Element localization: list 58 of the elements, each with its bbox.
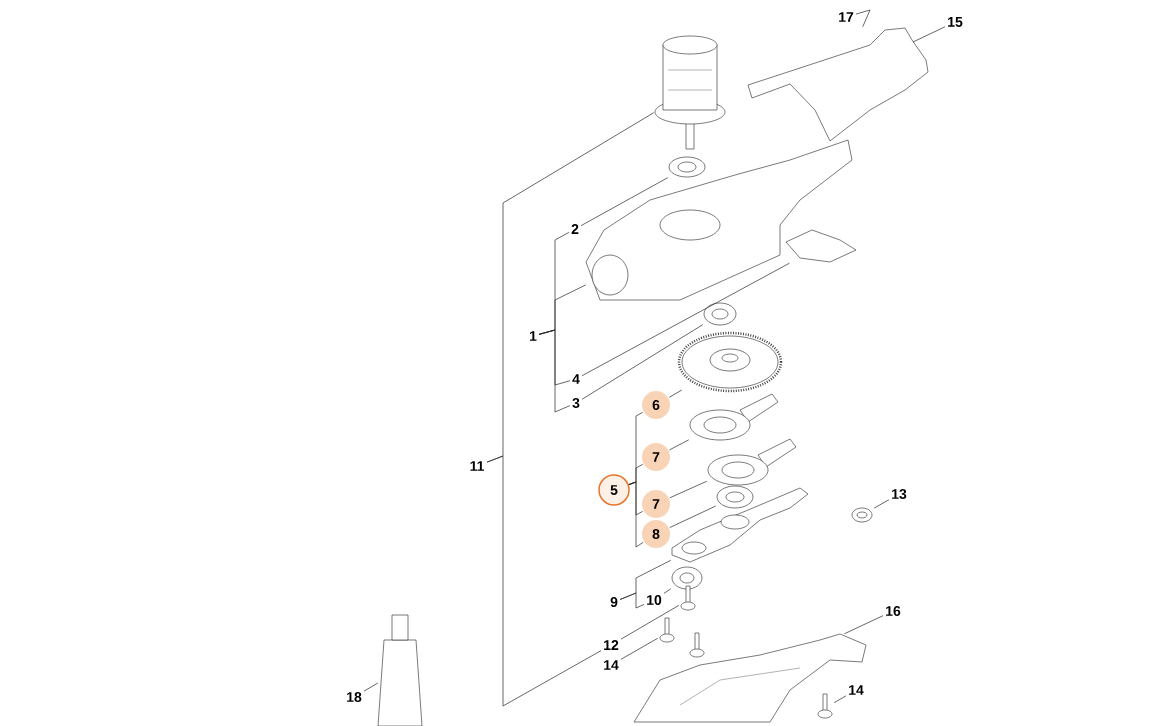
seal-drawing: [668, 156, 706, 178]
callout-number: 18: [344, 690, 364, 704]
leader-line: [663, 588, 672, 594]
leader-line: [581, 262, 790, 377]
leader-line: [873, 499, 890, 509]
callout-number: 10: [644, 593, 664, 607]
leader-line: [620, 637, 659, 660]
leader-line: [912, 26, 946, 43]
grease-tube-drawing: [377, 614, 423, 726]
lower-housing-drawing: [633, 633, 867, 723]
leader-line: [363, 682, 379, 692]
leader-line: [619, 592, 645, 609]
callout-number: 14: [601, 658, 621, 672]
callout-number: 11: [467, 459, 487, 473]
leader-line: [833, 695, 847, 703]
plate-drawing: [689, 393, 779, 441]
leader-line: [669, 505, 717, 528]
gasket-drawing: [785, 229, 857, 263]
leader-line: [668, 389, 683, 398]
callout-number: 9: [608, 595, 620, 609]
leader-line: [627, 481, 644, 548]
callout-number: 2: [569, 222, 581, 236]
clip-drawing: [851, 507, 873, 523]
callout-number: 4: [570, 372, 582, 386]
leader-line: [669, 439, 690, 451]
highlighted-callout: 6: [642, 391, 670, 419]
gear-drawing: [677, 331, 783, 393]
callout-number: 13: [889, 487, 909, 501]
leader-line: [844, 615, 884, 635]
plate-drawing: [707, 438, 797, 486]
leader-line: [669, 480, 708, 499]
leader-line: [855, 9, 871, 28]
highlighted-callout: 7: [642, 443, 670, 471]
handle-drawing: [747, 27, 929, 142]
callout-number: 14: [846, 683, 866, 697]
screw-drawing: [817, 693, 833, 719]
callout-number: 1: [527, 329, 539, 343]
leader-line: [538, 329, 571, 413]
leader-line: [620, 605, 680, 640]
bearing-drawing: [671, 566, 703, 590]
screw-drawing: [689, 632, 705, 658]
motor-drawing: [654, 35, 726, 150]
callout-number: 15: [945, 15, 965, 29]
bearing-drawing: [716, 485, 754, 509]
selected-callout: 5: [598, 474, 630, 506]
leader-line: [581, 324, 704, 400]
screw-drawing: [680, 585, 696, 611]
leader-line: [580, 177, 669, 226]
leader-line: [486, 455, 602, 707]
callout-number: 3: [570, 396, 582, 410]
highlighted-callout: 8: [642, 520, 670, 548]
callout-number: 12: [601, 638, 621, 652]
bearing-drawing: [703, 302, 737, 326]
callout-number: 16: [883, 604, 903, 618]
housing-drawing: [585, 139, 853, 301]
highlighted-callout: 7: [642, 490, 670, 518]
screw-drawing: [659, 617, 675, 643]
callout-number: 17: [836, 10, 856, 24]
